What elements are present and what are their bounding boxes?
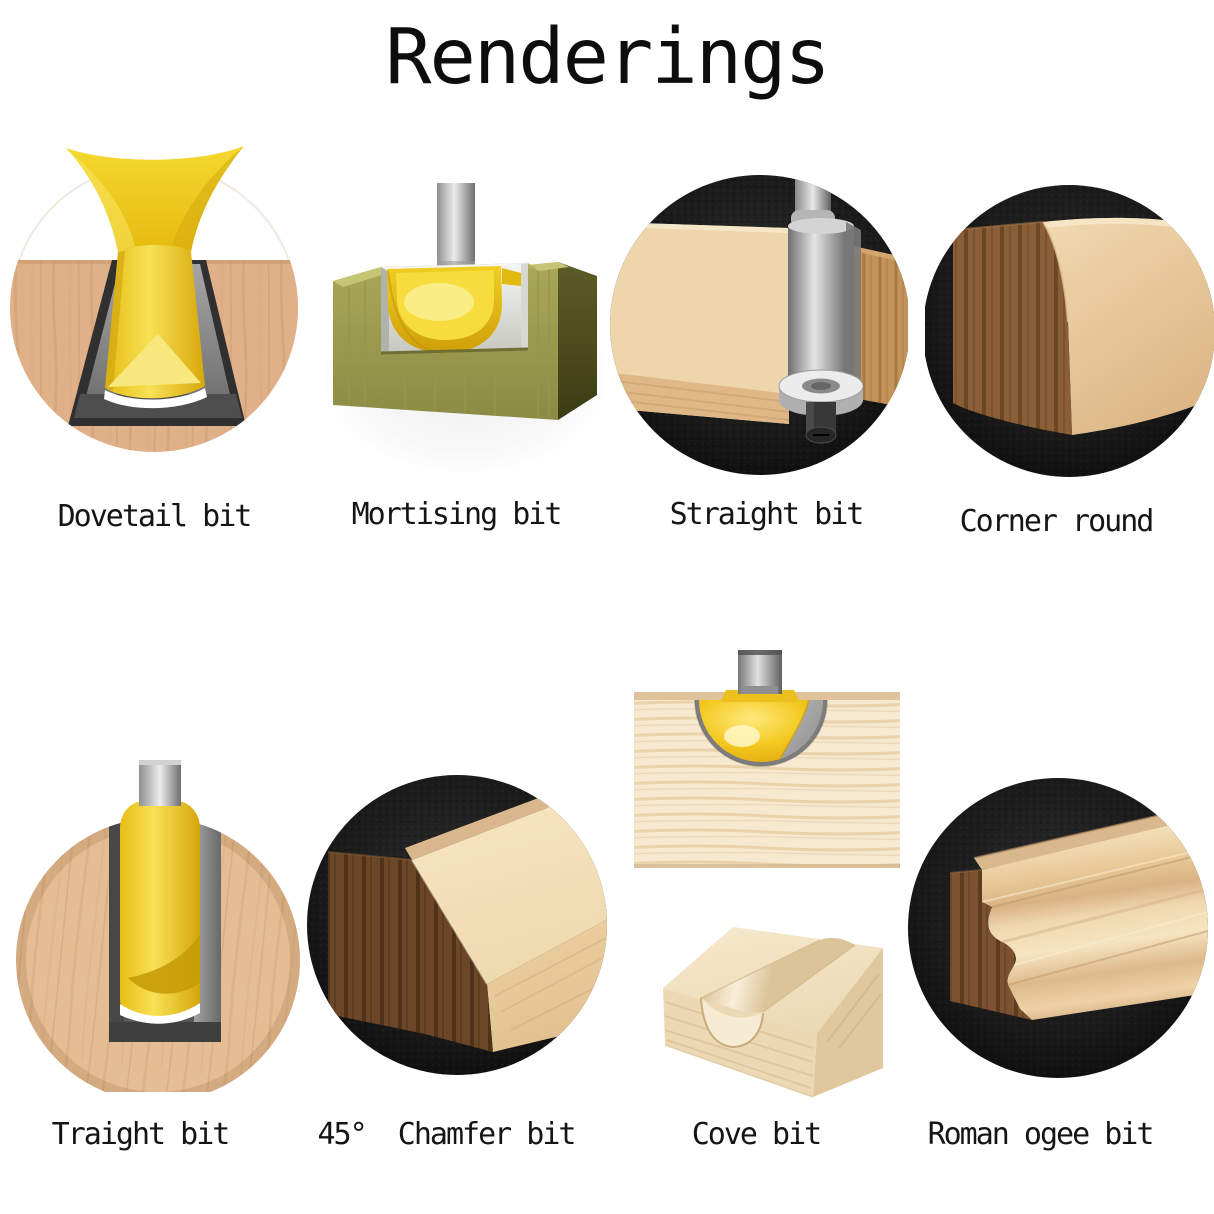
label-cove-bit: Cove bit — [691, 1117, 823, 1152]
dovetail-bit-image — [8, 138, 300, 474]
chamfer-bit-image — [305, 762, 610, 1088]
page-title: Renderings — [385, 13, 831, 102]
label-traight-bit: Traight bit — [51, 1117, 231, 1152]
label-roman-ogee-bit: Roman ogee bit — [927, 1117, 1155, 1152]
label-dovetail-bit: Dovetail bit — [57, 499, 253, 534]
label-straight-bit: Straight bit — [669, 497, 865, 532]
label-mortising-bit: Mortising bit — [351, 497, 563, 532]
roman-ogee-image — [903, 763, 1214, 1093]
label-chamfer-bit: 45° Chamfer bit — [317, 1117, 577, 1152]
label-corner-round: Corner round — [959, 504, 1155, 539]
corner-round-image — [925, 172, 1214, 490]
mortising-bit-image — [325, 155, 605, 480]
traight-bit-image — [8, 752, 303, 1092]
cove-channel-block-image — [615, 890, 915, 1108]
cove-bit-cutting-image — [622, 648, 912, 874]
straight-bit-image — [603, 162, 908, 488]
